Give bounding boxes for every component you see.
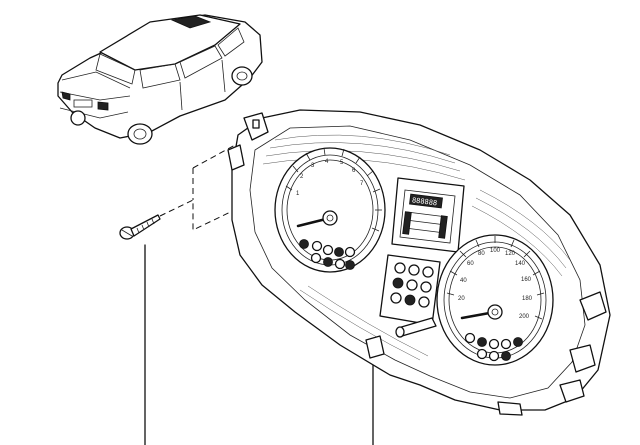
- speedometer-gauge: 20 40 60 80 100 120 140 160 180 200: [436, 234, 554, 366]
- tach-label-1: 1: [296, 191, 300, 197]
- tach-label-2: 2: [300, 174, 304, 180]
- tach-label-7: 7: [360, 181, 364, 187]
- cluster-connector: [365, 335, 385, 359]
- speed-label-140: 140: [515, 261, 526, 267]
- left-warning-lights: [299, 239, 356, 270]
- lcd-display: 888888: [391, 177, 465, 253]
- speed-label-100: 100: [490, 248, 501, 254]
- screw-part: [119, 214, 161, 240]
- tach-label-6: 6: [352, 168, 356, 174]
- tach-label-3: 3: [311, 163, 315, 169]
- instrument-cluster: 1 2 3 4 5 6 7: [227, 109, 611, 416]
- tach-label-5: 5: [340, 160, 344, 166]
- speed-label-40: 40: [460, 278, 467, 284]
- speed-label-160: 160: [521, 277, 532, 283]
- vehicle-locator-car: [57, 14, 263, 145]
- speed-label-80: 80: [478, 251, 485, 257]
- speed-label-120: 120: [505, 251, 516, 257]
- glass-reflection: [262, 134, 571, 361]
- speed-label-200: 200: [519, 314, 530, 320]
- center-warning-panel: [379, 254, 441, 326]
- tach-label-4: 4: [325, 159, 329, 165]
- speed-label-180: 180: [522, 296, 533, 302]
- screw-projection-lines: [159, 144, 246, 231]
- speed-label-60: 60: [467, 261, 474, 267]
- lcd-readout: 888888: [411, 196, 437, 207]
- left-gauge: 1 2 3 4 5 6 7: [274, 147, 386, 273]
- speed-label-20: 20: [458, 296, 465, 302]
- right-warning-lights: [464, 332, 523, 362]
